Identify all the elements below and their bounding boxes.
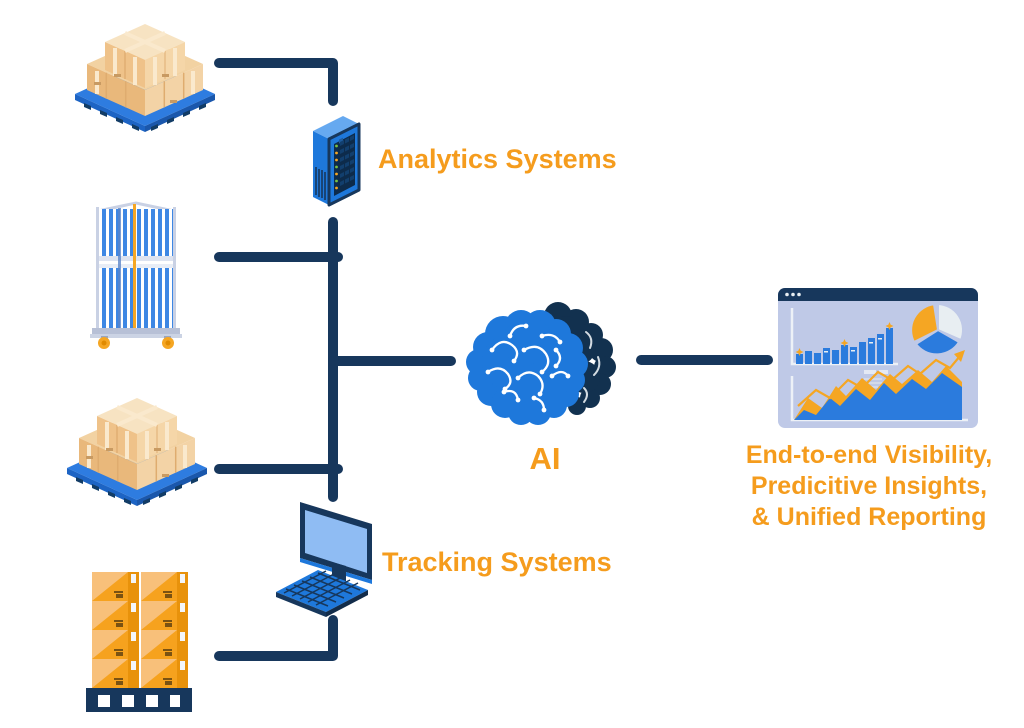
connector-boxes-to-computer (214, 615, 338, 661)
roll-cage-icon (90, 201, 182, 349)
desktop-computer-icon (276, 502, 372, 617)
window-dots-icon (785, 292, 801, 297)
pallet-boxes-icon (67, 398, 207, 506)
ai-label: AI (529, 441, 561, 476)
stacked-boxes-icon (86, 572, 192, 712)
cage-strap (133, 204, 136, 328)
box-tier-top (105, 24, 185, 88)
server-icon (313, 116, 361, 207)
dashboard-pie-chart (910, 302, 964, 356)
ai-brain-icon (466, 302, 616, 425)
server-led-lights (335, 144, 338, 190)
orange-boxes (92, 572, 188, 688)
outcome-line-2: Predicitive Insights, (750, 472, 988, 500)
pallet-boxes-icon (75, 24, 215, 132)
keyboard (276, 570, 368, 617)
star-markers (795, 322, 894, 356)
dashboard-bar-chart (790, 308, 898, 366)
cage-base (92, 328, 180, 336)
dashboard-icon (778, 288, 978, 428)
brain-front-lobe (466, 310, 588, 425)
tracking-systems-label: Tracking Systems (382, 547, 612, 577)
analytics-systems-label: Analytics Systems (378, 144, 617, 174)
box-tier-top (97, 398, 177, 462)
outcome-line-3: & Unified Reporting (751, 503, 987, 531)
outcome-label: End-to-end Visibility, Predicitive Insig… (709, 440, 1024, 533)
connector-top-pallet-to-server (214, 58, 338, 106)
navy-pallet (86, 688, 192, 712)
dashboard-title-bar (778, 288, 978, 301)
outcome-line-1: End-to-end Visibility, (745, 441, 993, 469)
dashboard-area-chart (790, 350, 968, 422)
trend-arrow-icon (954, 350, 965, 362)
monitor (300, 502, 372, 601)
